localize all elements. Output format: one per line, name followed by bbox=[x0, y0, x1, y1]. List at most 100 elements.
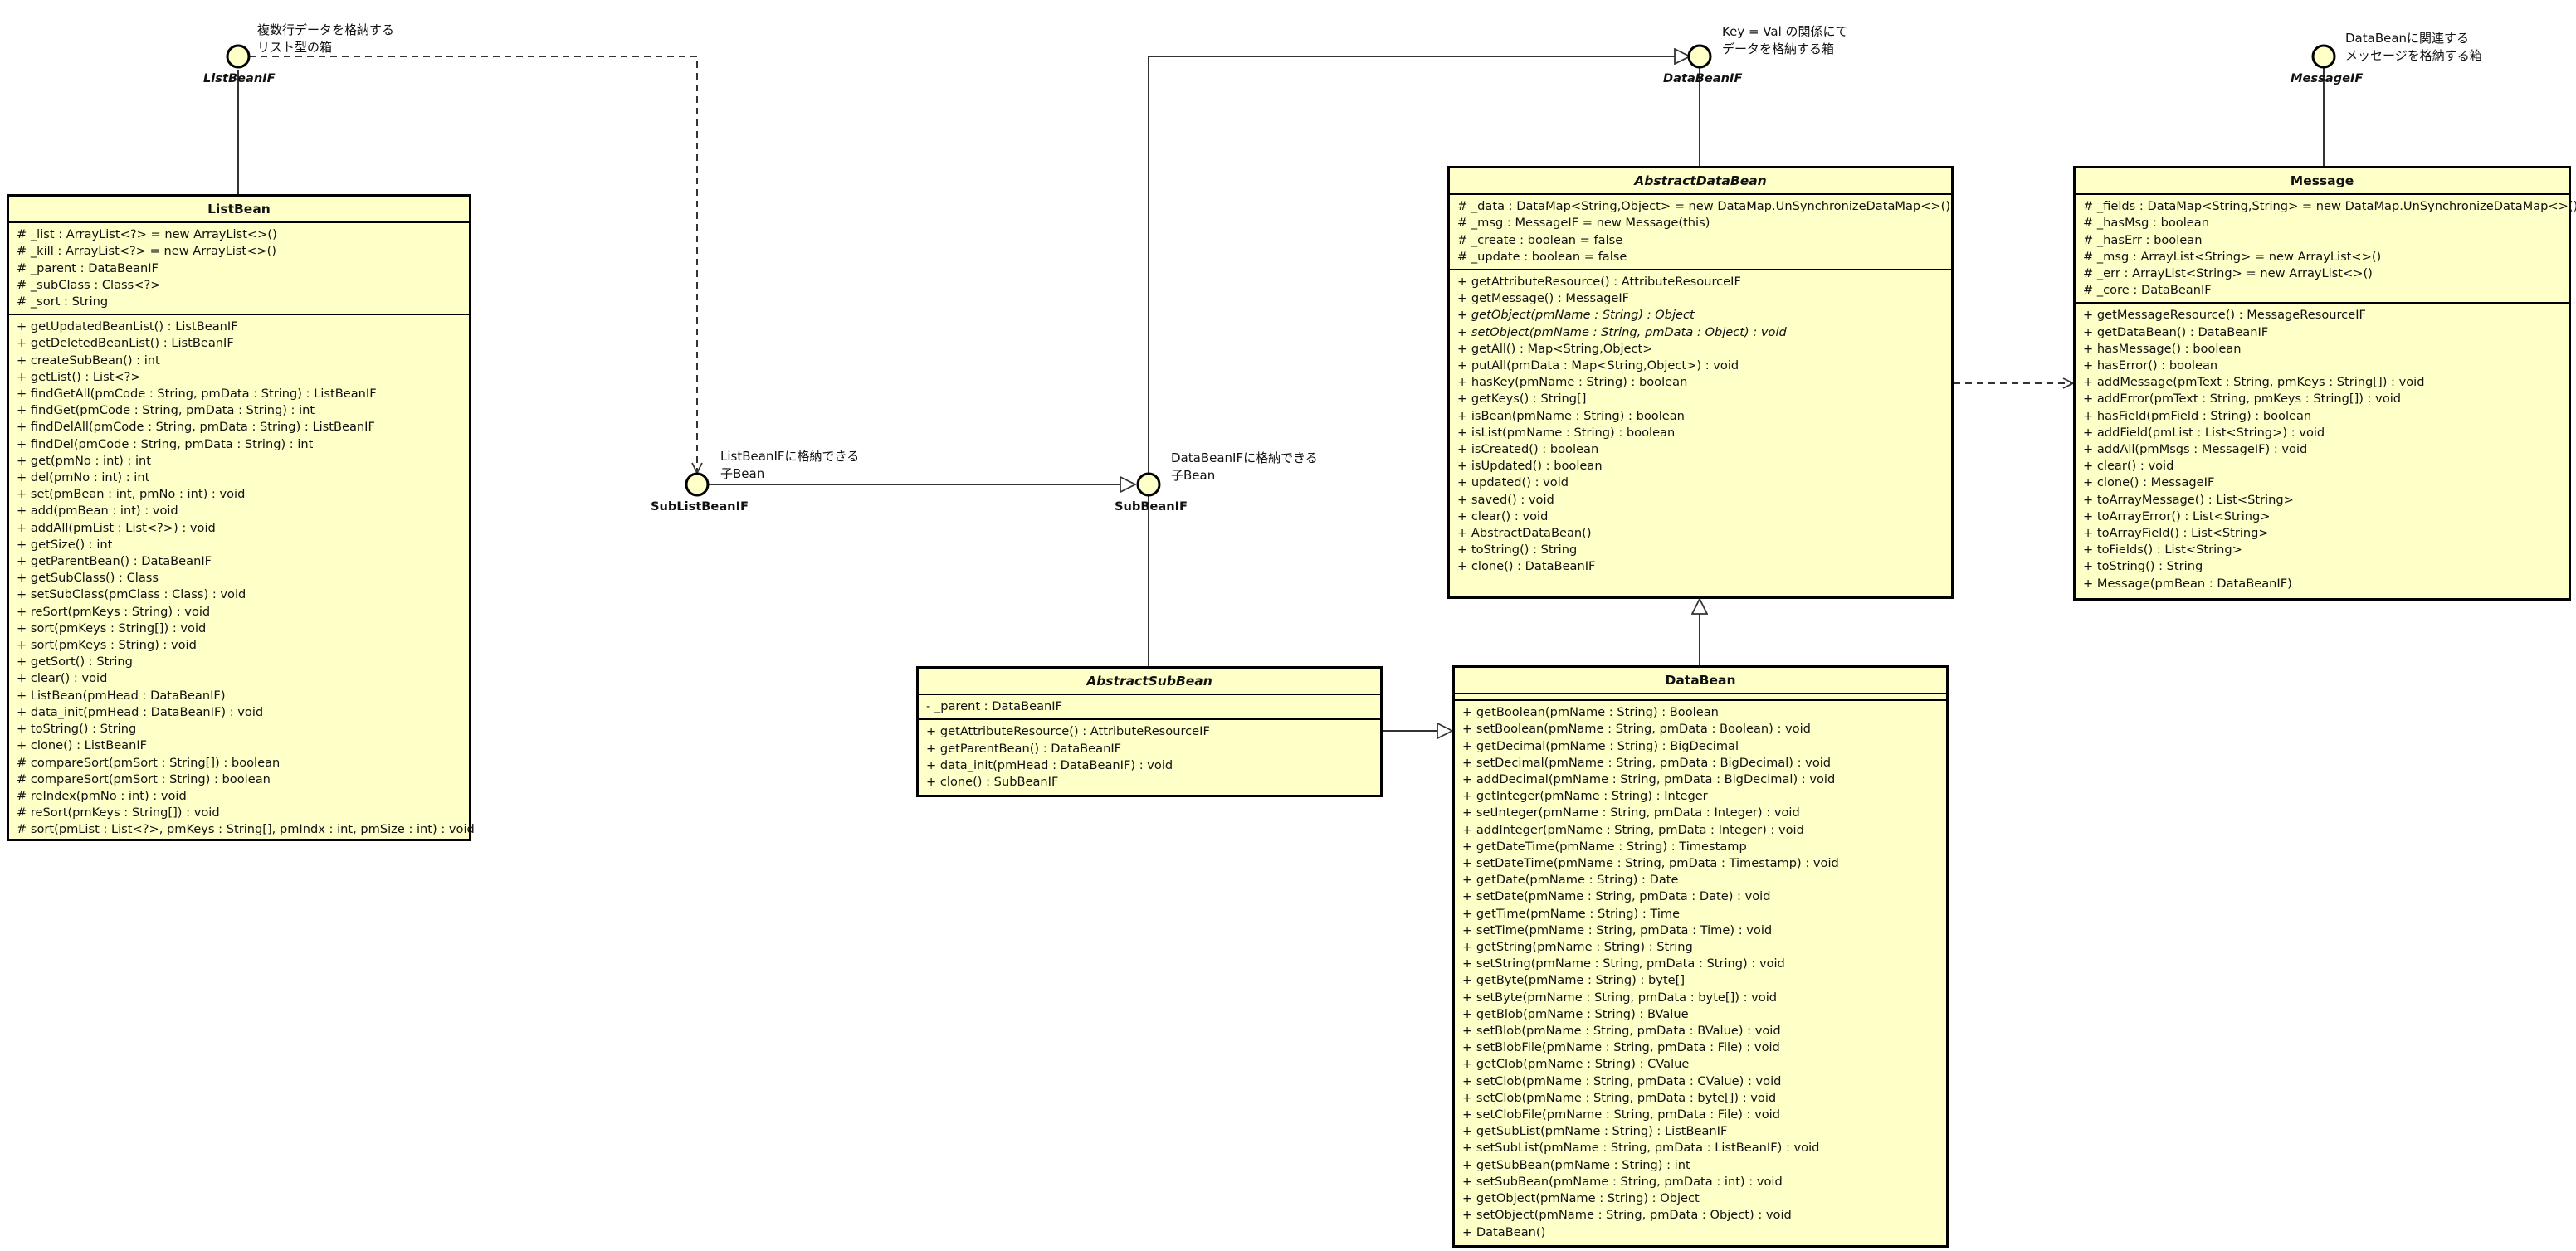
abstractdatabean-class: AbstractDataBean # _data : DataMap<Strin… bbox=[1447, 166, 1954, 599]
method-row: + setSubBean(pmName : String, pmData : i… bbox=[1462, 1174, 1783, 1189]
method-row: + getAttributeResource() : AttributeReso… bbox=[1457, 275, 1741, 290]
listbeanif-interface-circle bbox=[226, 44, 251, 69]
abstractsubbean-class-name: AbstractSubBean bbox=[919, 669, 1380, 696]
method-row: + toString() : String bbox=[1457, 543, 1578, 557]
attribute-row: # _sort : String bbox=[17, 294, 109, 309]
method-row: + getObject(pmName : String) : Object bbox=[1462, 1191, 1700, 1206]
method-row: # sort(pmList : List<?>, pmKeys : String… bbox=[17, 822, 475, 837]
message-attributes: # _fields : DataMap<String,String> = new… bbox=[2076, 195, 2576, 304]
databean-class-name: DataBean bbox=[1455, 668, 1946, 695]
sublistbeanif-name: SubListBeanIF bbox=[651, 499, 749, 514]
method-row: + toString() : String bbox=[2083, 559, 2203, 574]
listbean-attributes: # _list : ArrayList<?> = new ArrayList<>… bbox=[9, 223, 469, 316]
method-row: + hasField(pmField : String) : boolean bbox=[2083, 408, 2312, 423]
listbean-methods: + getUpdatedBeanList() : ListBeanIF + get… bbox=[9, 315, 475, 841]
attribute-row: - _parent : DataBeanIF bbox=[926, 699, 1062, 714]
abstractdatabean-methods: + getAttributeResource() : AttributeReso… bbox=[1450, 270, 1951, 579]
method-row: + getSort() : String bbox=[17, 655, 133, 669]
subbeanif-interface-circle bbox=[1136, 472, 1161, 497]
method-row: + getByte(pmName : String) : byte[] bbox=[1462, 973, 1686, 988]
method-row: + findDelAll(pmCode : String, pmData : S… bbox=[17, 420, 375, 435]
method-row: + setInteger(pmName : String, pmData : I… bbox=[1462, 806, 1800, 820]
method-row: + addAll(pmMsgs : MessageIF) : void bbox=[2083, 442, 2308, 457]
method-row: + findGet(pmCode : String, pmData : Stri… bbox=[17, 403, 315, 418]
message-class-name: Message bbox=[2076, 168, 2569, 196]
method-row: + ListBean(pmHead : DataBeanIF) bbox=[17, 688, 226, 703]
method-row: + isUpdated() : boolean bbox=[1457, 459, 1603, 474]
method-row: + toArrayError() : List<String> bbox=[2083, 509, 2271, 523]
abstractsubbean-methods: + getAttributeResource() : AttributeReso… bbox=[919, 720, 1380, 794]
method-row: + updated() : void bbox=[1457, 475, 1569, 490]
method-row: + setSubList(pmName : String, pmData : L… bbox=[1462, 1141, 1820, 1156]
method-row: + setDate(pmName : String, pmData : Date… bbox=[1462, 889, 1771, 904]
method-row: + getDate(pmName : String) : Date bbox=[1462, 873, 1679, 888]
method-row: + setBlob(pmName : String, pmData : BVal… bbox=[1462, 1024, 1781, 1039]
subbeanif-note: DataBeanIFに格納できる 子Bean bbox=[1171, 450, 1318, 483]
attribute-row: # _core : DataBeanIF bbox=[2083, 283, 2212, 298]
method-row: + setDecimal(pmName : String, pmData : B… bbox=[1462, 755, 1832, 770]
method-row: + getParentBean() : DataBeanIF bbox=[17, 554, 212, 569]
method-row: + findGetAll(pmCode : String, pmData : S… bbox=[17, 387, 377, 402]
method-row: + clone() : ListBeanIF bbox=[17, 738, 148, 753]
method-row: + addAll(pmList : List<?>) : void bbox=[17, 520, 216, 535]
method-row: + hasError() : boolean bbox=[2083, 358, 2218, 373]
method-row: + getSubBean(pmName : String) : int bbox=[1462, 1157, 1690, 1172]
method-row: + add(pmBean : int) : void bbox=[17, 504, 178, 518]
attribute-row: # _kill : ArrayList<?> = new ArrayList<>… bbox=[17, 244, 276, 259]
method-row: + set(pmBean : int, pmNo : int) : void bbox=[17, 487, 246, 502]
listbeanif-name: ListBeanIF bbox=[203, 71, 276, 85]
attribute-row: # _msg : MessageIF = new Message(this) bbox=[1457, 216, 1710, 231]
method-row: + findDel(pmCode : String, pmData : Stri… bbox=[17, 436, 314, 451]
method-row: + clear() : void bbox=[17, 671, 108, 686]
method-row: + addField(pmList : List<String>) : void bbox=[2083, 425, 2325, 440]
method-row: + getParentBean() : DataBeanIF bbox=[926, 741, 1122, 756]
method-row: + getObject(pmName : String) : Object bbox=[1457, 308, 1695, 323]
method-row: + getMessage() : MessageIF bbox=[1457, 291, 1630, 306]
method-row: + clear() : void bbox=[2083, 459, 2174, 474]
method-row: # reIndex(pmNo : int) : void bbox=[17, 788, 187, 803]
method-row: + sort(pmKeys : String[]) : void bbox=[17, 621, 207, 635]
generalization-subbeanif-databeanif bbox=[1148, 56, 1690, 473]
method-row: + setObject(pmName : String, pmData : Ob… bbox=[1457, 324, 1787, 339]
method-row: + DataBean() bbox=[1462, 1224, 1546, 1239]
databean-attributes bbox=[1455, 694, 1946, 702]
method-row: + setBoolean(pmName : String, pmData : B… bbox=[1462, 722, 1811, 737]
method-row: + hasMessage() : boolean bbox=[2083, 341, 2242, 356]
method-row: + getMessageResource() : MessageResource… bbox=[2083, 308, 2366, 323]
method-row: + getAttributeResource() : AttributeReso… bbox=[926, 724, 1210, 739]
databean-methods: + getBoolean(pmName : String) : Boolean+… bbox=[1455, 701, 1946, 1244]
method-row: # reSort(pmKeys : String[]) : void bbox=[17, 806, 220, 820]
method-row: # compareSort(pmSort : String[]) : boole… bbox=[17, 755, 281, 770]
method-row: + getKeys() : String[] bbox=[1457, 392, 1587, 406]
method-row: + setObject(pmName : String, pmData : Ob… bbox=[1462, 1208, 1792, 1223]
method-row: + clear() : void bbox=[1457, 509, 1549, 523]
method-row: + setBlobFile(pmName : String, pmData : … bbox=[1462, 1040, 1780, 1055]
abstractdatabean-class-name: AbstractDataBean bbox=[1450, 168, 1951, 196]
method-row: + isCreated() : boolean bbox=[1457, 442, 1599, 457]
attribute-row: # _create : boolean = false bbox=[1457, 232, 1623, 247]
attribute-row: # _subClass : Class<?> bbox=[17, 277, 161, 292]
method-row: + clone() : SubBeanIF bbox=[926, 775, 1059, 790]
method-row: + toFields() : List<String> bbox=[2083, 543, 2242, 557]
method-row: + addInteger(pmName : String, pmData : I… bbox=[1462, 822, 1804, 837]
abstractsubbean-class: AbstractSubBean - _parent : DataBeanIF +… bbox=[916, 666, 1383, 797]
method-row: + setString(pmName : String, pmData : St… bbox=[1462, 957, 1785, 971]
method-row: + setSubClass(pmClass : Class) : void bbox=[17, 587, 246, 602]
method-row: + Message(pmBean : DataBeanIF) bbox=[2083, 576, 2292, 591]
method-row: + clone() : DataBeanIF bbox=[1457, 559, 1596, 574]
method-row: + hasKey(pmName : String) : boolean bbox=[1457, 375, 1688, 390]
method-row: + getUpdatedBeanList() : ListBeanIF bbox=[17, 319, 238, 334]
method-row: + setByte(pmName : String, pmData : byte… bbox=[1462, 990, 1778, 1005]
method-row: + getBlob(pmName : String) : BValue bbox=[1462, 1006, 1689, 1021]
attribute-row: # _err : ArrayList<String> = new ArrayLi… bbox=[2083, 266, 2373, 281]
method-row: + getSize() : int bbox=[17, 537, 113, 552]
attribute-row: # _fields : DataMap<String,String> = new… bbox=[2083, 199, 2576, 214]
method-row: + saved() : void bbox=[1457, 492, 1554, 507]
attribute-row: # _hasMsg : boolean bbox=[2083, 216, 2209, 231]
abstractdatabean-attributes: # _data : DataMap<String,Object> = new D… bbox=[1450, 195, 1951, 271]
method-row: + toArrayField() : List<String> bbox=[2083, 526, 2269, 541]
messageif-interface-circle bbox=[2311, 44, 2336, 69]
method-row: + reSort(pmKeys : String) : void bbox=[17, 604, 211, 619]
method-row: + addDecimal(pmName : String, pmData : B… bbox=[1462, 772, 1836, 787]
